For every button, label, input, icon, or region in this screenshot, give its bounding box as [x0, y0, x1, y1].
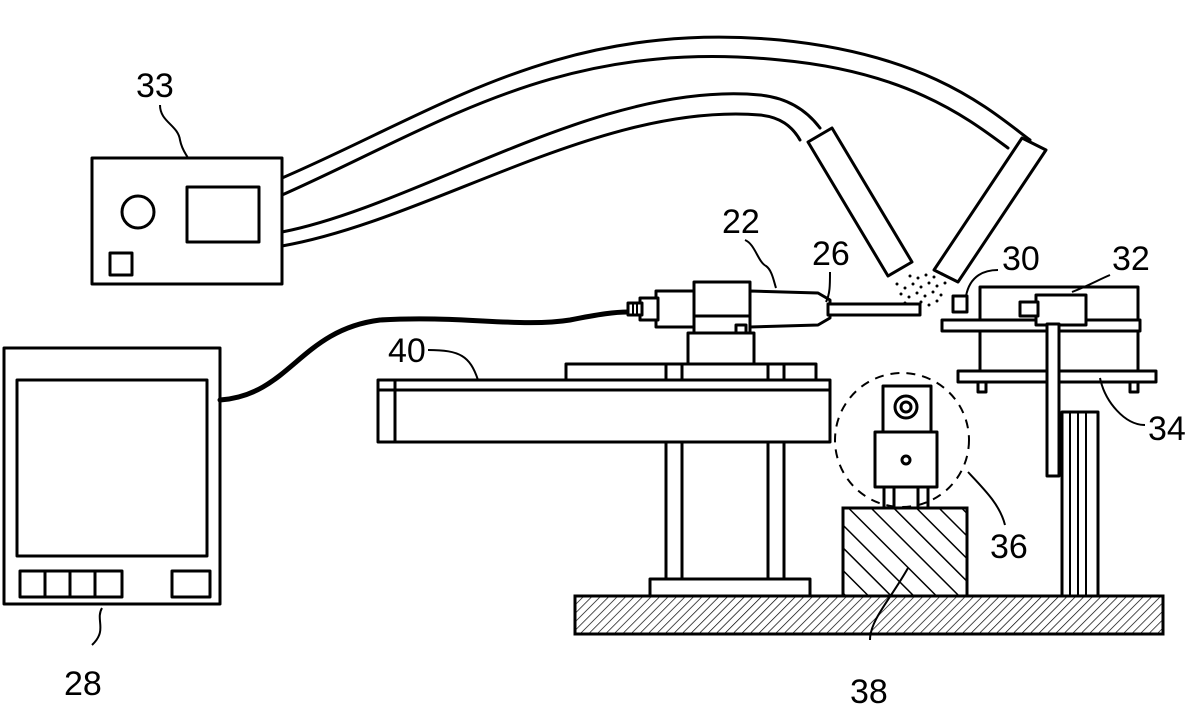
label-32: 32	[1112, 240, 1150, 278]
base-plate	[575, 596, 1163, 634]
label-28: 28	[64, 665, 102, 703]
controller-unit-33	[92, 158, 282, 284]
support-block-38	[843, 508, 967, 596]
label-38: 38	[850, 673, 888, 708]
label-22: 22	[722, 203, 760, 241]
horn-26	[828, 304, 920, 315]
fixture-36	[835, 373, 969, 508]
label-26: 26	[812, 235, 850, 273]
label-40: 40	[388, 332, 426, 370]
label-33: 33	[136, 67, 174, 105]
label-36: 36	[990, 528, 1028, 566]
supply-hoses	[282, 37, 1030, 246]
spray-mist	[896, 273, 947, 308]
label-30: 30	[1002, 240, 1040, 278]
monitor-unit-28	[4, 348, 220, 604]
label-34: 34	[1148, 410, 1186, 448]
transducer-22	[628, 282, 830, 364]
horizontal-rail-40	[378, 364, 830, 442]
